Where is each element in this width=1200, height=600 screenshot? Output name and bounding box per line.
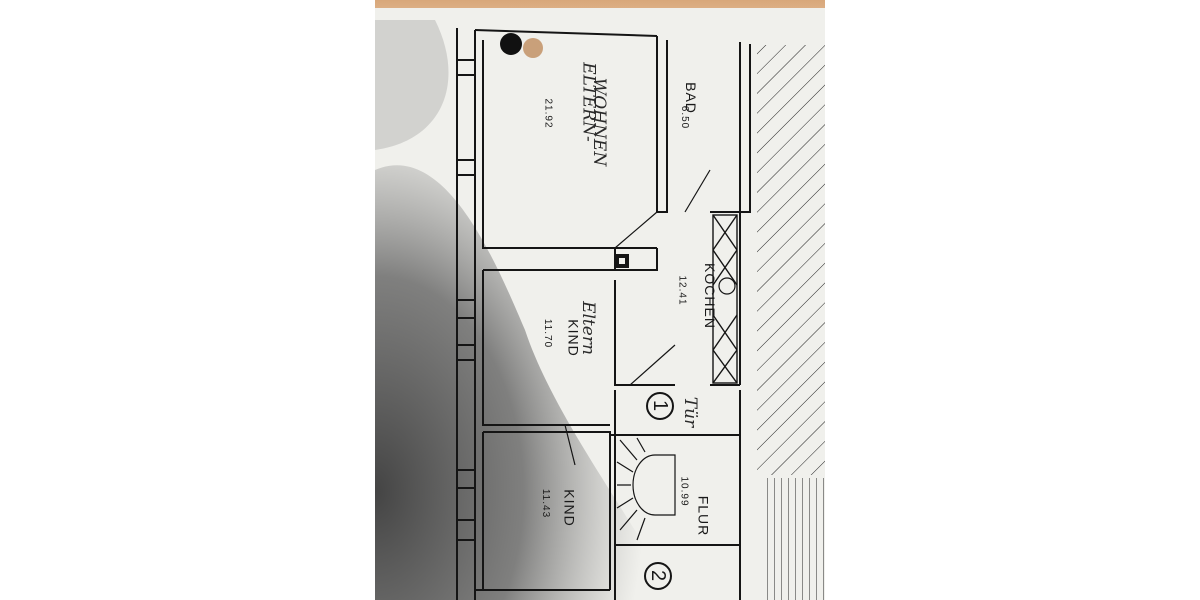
room-area-kind-1: 11.70: [542, 318, 554, 349]
marker-2-label: 2: [647, 569, 670, 582]
punch-hole-right: [523, 38, 543, 58]
room-area-kochen: 12.41: [676, 275, 688, 306]
kitchen-symbol-icon: [718, 277, 736, 295]
room-annotation-eltern: ELTERN-: [578, 62, 599, 142]
marker-1-label: 1: [649, 399, 672, 412]
exterior-stripes: [761, 478, 825, 600]
room-area-kind-2: 11.43: [540, 488, 552, 519]
room-area-bad: 6.50: [679, 105, 691, 130]
photo-shadow: [375, 165, 675, 600]
floor-plan-paper: BAD 6.50 WOHNEN ELTERN- 21.92 KOCHEN 12.…: [375, 0, 825, 600]
marker-2-circle: [644, 562, 672, 590]
room-area-flur: 10.99: [678, 476, 690, 507]
room-name-flur: FLUR: [695, 495, 712, 537]
kitchen-counter: [712, 214, 738, 384]
floor-plan-drawing: [375, 8, 825, 600]
room-area-wohnen: 21.92: [542, 98, 554, 129]
room-name-kind-2: KIND: [561, 489, 578, 527]
punch-hole-left: [500, 33, 522, 55]
room-name-kochen: KOCHEN: [701, 263, 718, 329]
room-annotation-eltern-2: Eltern: [577, 301, 598, 355]
photo-shadow-top: [375, 20, 449, 150]
door-swings: [564, 169, 711, 466]
handwritten-note: Tür: [680, 396, 701, 428]
staircase: [616, 437, 676, 541]
exterior-hatching: [757, 45, 825, 475]
marker-1-circle: [646, 392, 674, 420]
